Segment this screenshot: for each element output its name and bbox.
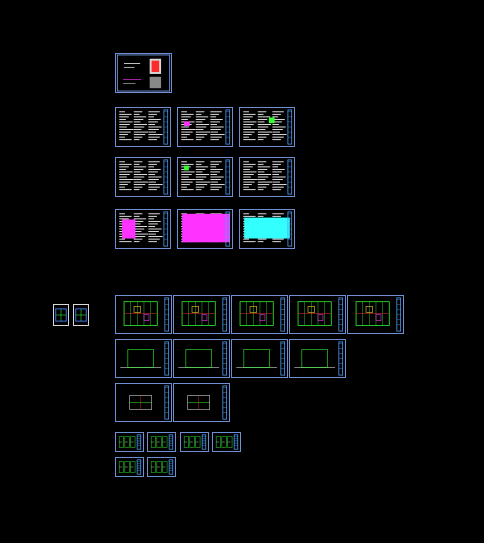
plan-sheet-4[interactable] [289, 295, 346, 334]
detail-sheet-2-drawing [150, 434, 174, 450]
detail-sheet-2[interactable] [147, 432, 176, 452]
detail-sheet-3[interactable] [180, 432, 209, 452]
section-sheet-1-drawing [129, 385, 170, 420]
elevation-sheet-1-drawing [120, 341, 170, 376]
section-sheet-2[interactable] [173, 383, 230, 422]
loose-detail-sheet-2[interactable] [73, 304, 89, 326]
notes-sheet-1-2[interactable] [177, 107, 233, 147]
loose-detail-drawing-1 [55, 308, 67, 322]
cover-sheet[interactable] [115, 53, 172, 93]
notes-sheet-1-3-drawing [243, 109, 293, 145]
loose-detail-drawing-2 [75, 308, 87, 322]
notes-sheet-1-3[interactable] [239, 107, 295, 147]
section-sheet-1[interactable] [115, 383, 172, 422]
plan-sheet-1-drawing [123, 297, 170, 332]
notes-sheet-3-3-drawing [243, 211, 293, 247]
detail-sheet-1-drawing [118, 434, 142, 450]
detail-sheet-6-drawing [150, 459, 174, 475]
plan-sheet-5[interactable] [347, 295, 404, 334]
detail-sheet-4-drawing [215, 434, 239, 450]
detail-sheet-4[interactable] [212, 432, 241, 452]
cover-sheet-drawing [116, 54, 171, 92]
notes-sheet-2-2-drawing [181, 159, 231, 195]
notes-sheet-1-2-drawing [181, 109, 231, 145]
notes-sheet-1-1-drawing [119, 109, 169, 145]
notes-sheet-2-3[interactable] [239, 157, 295, 197]
elevation-sheet-4-drawing [294, 341, 344, 376]
detail-sheet-1[interactable] [115, 432, 144, 452]
plan-sheet-2[interactable] [173, 295, 230, 334]
detail-sheet-5[interactable] [115, 457, 144, 477]
elevation-sheet-4[interactable] [289, 339, 346, 378]
notes-sheet-2-1[interactable] [115, 157, 171, 197]
notes-sheet-3-1[interactable] [115, 209, 171, 249]
notes-sheet-2-2[interactable] [177, 157, 233, 197]
plan-sheet-5-drawing [355, 297, 402, 332]
notes-sheet-1-1[interactable] [115, 107, 171, 147]
detail-sheet-5-drawing [118, 459, 142, 475]
plan-sheet-3-drawing [239, 297, 286, 332]
detail-sheet-3-drawing [183, 434, 207, 450]
elevation-sheet-3[interactable] [231, 339, 288, 378]
section-sheet-2-drawing [187, 385, 228, 420]
detail-sheet-6[interactable] [147, 457, 176, 477]
plan-sheet-1[interactable] [115, 295, 172, 334]
notes-sheet-2-1-drawing [119, 159, 169, 195]
elevation-sheet-2[interactable] [173, 339, 230, 378]
notes-sheet-3-2[interactable] [177, 209, 233, 249]
plan-sheet-3[interactable] [231, 295, 288, 334]
loose-detail-sheet-1[interactable] [53, 304, 69, 326]
notes-sheet-3-3[interactable] [239, 209, 295, 249]
plan-sheet-4-drawing [297, 297, 344, 332]
notes-sheet-3-1-drawing [119, 211, 169, 247]
elevation-sheet-1[interactable] [115, 339, 172, 378]
notes-sheet-2-3-drawing [243, 159, 293, 195]
elevation-sheet-2-drawing [178, 341, 228, 376]
notes-sheet-3-2-drawing [181, 211, 231, 247]
elevation-sheet-3-drawing [236, 341, 286, 376]
plan-sheet-2-drawing [181, 297, 228, 332]
